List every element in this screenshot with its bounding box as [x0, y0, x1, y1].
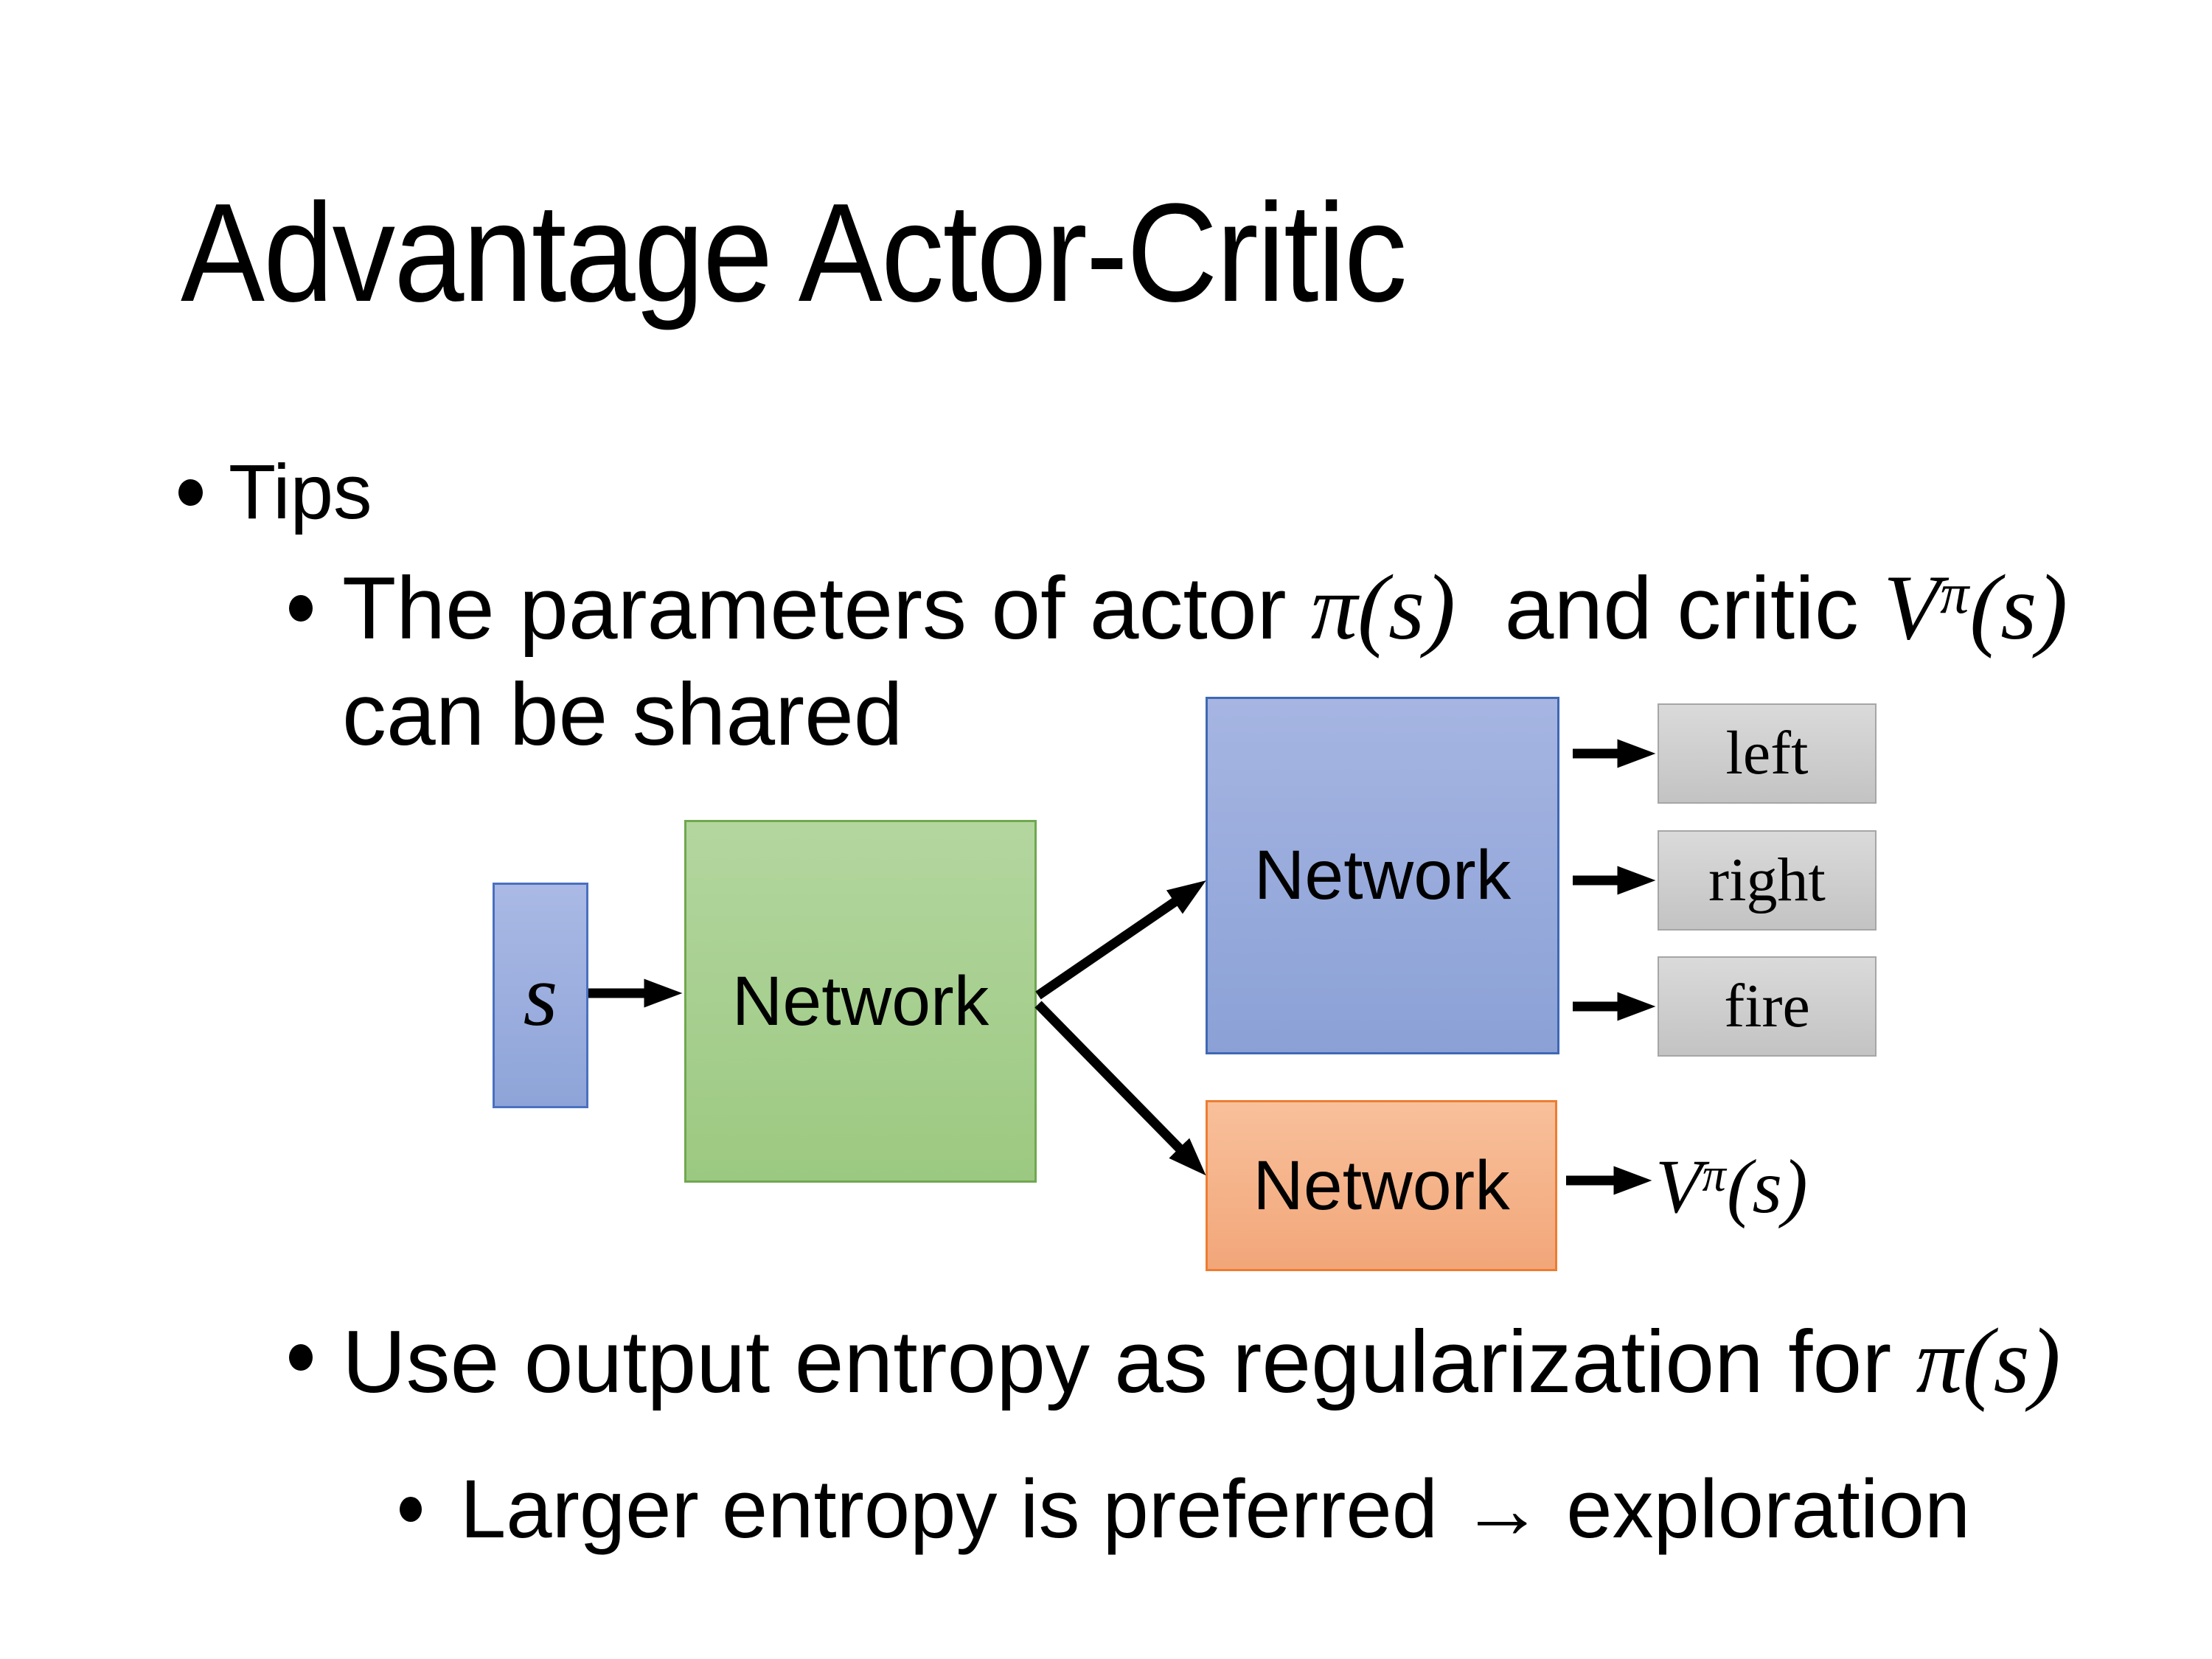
- actor-network-box: Network: [1206, 697, 1559, 1054]
- bullet-icon: [178, 479, 203, 506]
- bullet-shared-params-line1: The parameters of actor π(s) and critic …: [342, 562, 2067, 655]
- bullet-icon: [289, 595, 313, 622]
- bullet-icon: [289, 1344, 313, 1371]
- critic-network-label: Network: [1253, 1146, 1510, 1225]
- bullet-text: The parameters of actor: [342, 559, 1311, 658]
- bullet-entropy-regularization: Use output entropy as regularization for…: [342, 1315, 2061, 1408]
- arrow-shared-to-critic: [1034, 1001, 1206, 1176]
- action-label-fire: fire: [1724, 972, 1810, 1040]
- math-pi-s: π(s): [1916, 1310, 2061, 1413]
- bullet-icon: [400, 1497, 422, 1522]
- arrow-shared-to-actor: [1035, 880, 1206, 1000]
- bullet-shared-params-line2: can be shared: [342, 665, 903, 764]
- math-pi-s: π(s): [1310, 557, 1455, 659]
- action-box-left: left: [1658, 703, 1877, 804]
- slide-title: Advantage Actor-Critic: [181, 175, 1407, 331]
- math-value-function: Vπ(s): [1883, 557, 2068, 659]
- bullet-tips: Tips: [229, 449, 372, 535]
- shared-network-box: Network: [684, 820, 1037, 1183]
- action-box-right: right: [1658, 830, 1877, 931]
- shared-network-label: Network: [731, 961, 990, 1040]
- action-label-left: left: [1725, 719, 1809, 787]
- action-label-right: right: [1708, 846, 1826, 914]
- state-label: s: [523, 946, 558, 1044]
- critic-value-output: Vπ(s): [1655, 1144, 1808, 1229]
- actor-network-label: Network: [1253, 836, 1512, 914]
- bullet-text: Use output entropy as regularization for: [342, 1312, 1916, 1411]
- bullet-larger-entropy: Larger entropy is preferred → exploratio…: [460, 1463, 1971, 1555]
- state-input-box: s: [493, 883, 588, 1108]
- bullet-text: and critic: [1455, 559, 1884, 658]
- action-box-fire: fire: [1658, 956, 1877, 1057]
- critic-network-box: Network: [1206, 1100, 1557, 1271]
